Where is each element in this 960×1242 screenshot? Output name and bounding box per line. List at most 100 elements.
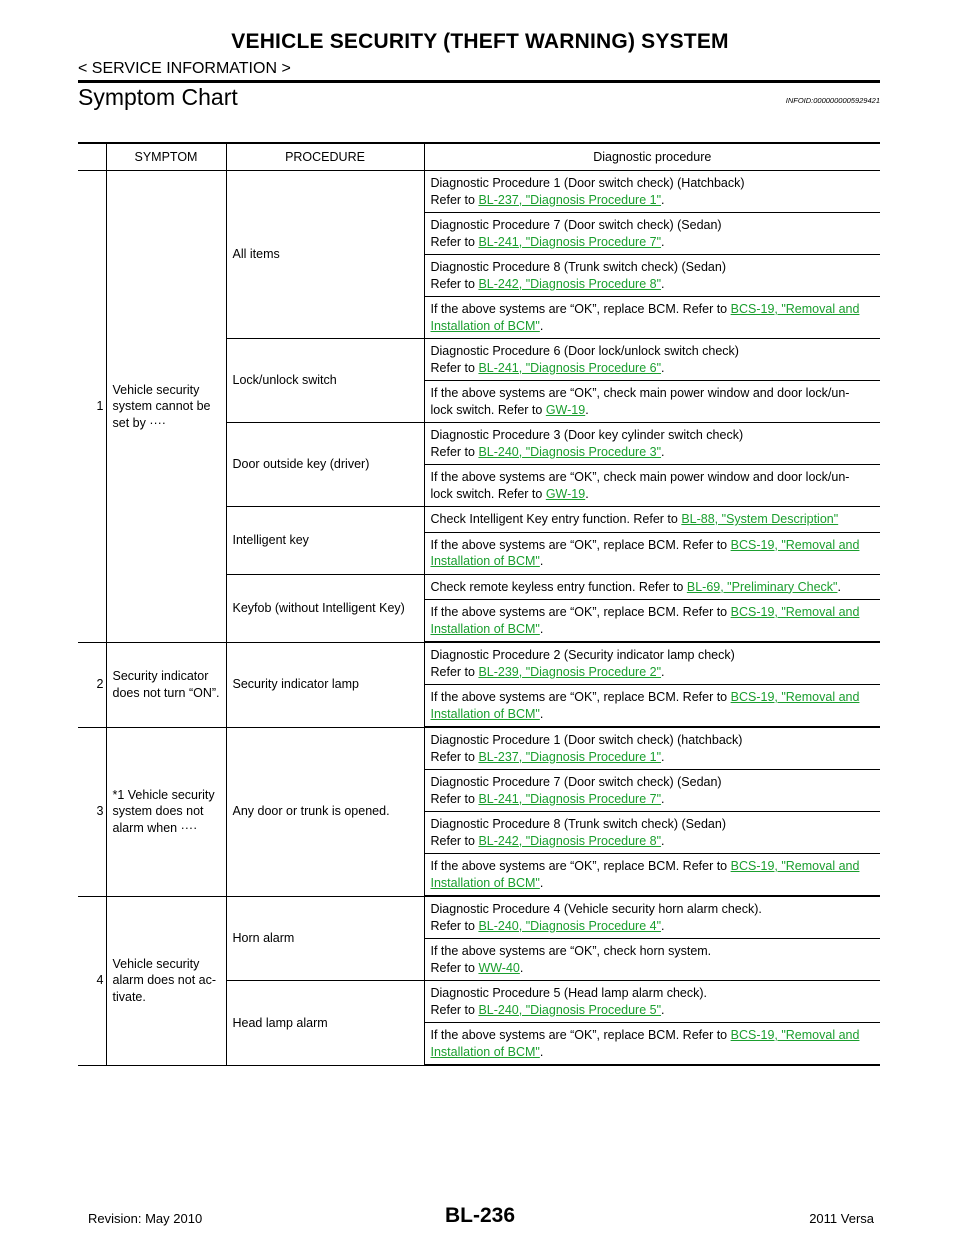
- symptom-number: 4: [78, 896, 106, 1066]
- diagnostic-text-end: .: [585, 402, 589, 417]
- reference-link[interactable]: BL-240, "Diagnosis Procedure 3": [478, 444, 662, 459]
- procedure-cell: Intelligent key: [225, 506, 424, 575]
- table-header-row: SYMPTOM PROCEDURE Diagnostic procedure: [78, 142, 880, 171]
- procedure-cell: Head lamp alarm: [225, 980, 424, 1066]
- diagnostic-cell: Diagnostic Procedure 3 (Door key cylinde…: [423, 422, 880, 465]
- chart-title: Symptom Chart: [78, 84, 238, 110]
- diagnostic-text-end: .: [661, 749, 665, 764]
- diagnostic-cell: Diagnostic Procedure 1 (Door switch chec…: [423, 727, 880, 770]
- procedure-cell: All items: [225, 170, 424, 339]
- diagnostic-text: If the above systems are “OK”, replace B…: [430, 859, 731, 873]
- reference-link[interactable]: BL-237, "Diagnosis Procedure 1": [478, 749, 662, 764]
- diagnostic-text-end: .: [539, 318, 544, 333]
- table-row: If the above systems are “OK”, replace B…: [78, 532, 880, 575]
- diagnostic-text: Check Intelligent Key entry function. Re…: [430, 512, 682, 526]
- symptom-number: 2: [78, 642, 106, 728]
- reference-link[interactable]: BCS-19, "Removal and Installation of BCM…: [430, 302, 860, 333]
- diagnostic-cell: If the above systems are “OK”, replace B…: [423, 1022, 880, 1066]
- table-row: Diagnostic Procedure 8 (Trunk switch che…: [78, 811, 880, 854]
- table-row: Keyfob (without Intelligent Key) Check re…: [78, 574, 880, 643]
- section-label: < SERVICE INFORMATION >: [78, 60, 291, 77]
- reference-link[interactable]: BL-237, "Diagnosis Procedure 1": [478, 192, 662, 207]
- diagnostic-text-end: .: [661, 276, 665, 291]
- diagnostic-text-end: .: [661, 833, 665, 848]
- page-title: VEHICLE SECURITY (THEFT WARNING) SYSTEM: [231, 30, 729, 53]
- diagnostic-text: Diagnostic Procedure 4 (Vehicle security…: [430, 902, 762, 933]
- info-id: INFOID:0000000005929421: [785, 96, 880, 105]
- procedure-cell: Keyfob (without Intelligent Key): [225, 574, 424, 643]
- diagnostic-cell: If the above systems are “OK”, replace B…: [423, 296, 880, 339]
- reference-link[interactable]: GW-19: [545, 402, 586, 417]
- reference-link[interactable]: BCS-19, "Removal and Installation of BCM…: [430, 1028, 860, 1059]
- diagnostic-text-end: .: [661, 360, 665, 375]
- header-diagnostic: Diagnostic procedure: [423, 142, 880, 171]
- reference-link[interactable]: GW-19: [545, 486, 586, 501]
- diagnostic-text: Check remote keyless entry function. Ref…: [430, 579, 687, 594]
- reference-link[interactable]: BCS-19, "Removal and Installation of BCM…: [430, 859, 860, 890]
- diagnostic-text: If the above systems are “OK”, check mai…: [430, 386, 850, 417]
- symptom-number: 1: [78, 170, 106, 643]
- table-row: Diagnostic Procedure 7 (Door switch chec…: [78, 769, 880, 812]
- diagnostic-text: Diagnostic Procedure 7 (Door switch chec…: [430, 775, 722, 806]
- header-procedure: PROCEDURE: [225, 142, 424, 171]
- diagnostic-text-end: .: [661, 192, 665, 207]
- reference-link[interactable]: BCS-19, "Removal and Installation of BCM…: [430, 690, 860, 721]
- table-row: If the above systems are “OK”, replace B…: [78, 296, 880, 339]
- reference-link[interactable]: BL-69, "Preliminary Check": [686, 579, 838, 594]
- reference-link[interactable]: BCS-19, "Removal and Installation of BCM…: [430, 537, 860, 569]
- diagnostic-text: Diagnostic Procedure 7 (Door switch chec…: [430, 218, 722, 249]
- table-row: If the above systems are “OK”, check mai…: [78, 464, 880, 507]
- table-row: Intelligent key Check Intelligent Key ent…: [78, 506, 880, 575]
- symptom-cell: Security indicator does not turn “ON”.: [105, 642, 226, 728]
- diagnostic-text-end: .: [661, 918, 665, 933]
- reference-link[interactable]: BL-242, "Diagnosis Procedure 8": [478, 833, 662, 848]
- diagnostic-text-end: .: [519, 960, 524, 975]
- diagnostic-text: Diagnostic Procedure 1 (Door switch chec…: [430, 176, 745, 207]
- diagnostic-text: If the above systems are “OK”, replace B…: [430, 605, 731, 619]
- table-row: If the above systems are “OK”, check hor…: [78, 938, 880, 981]
- procedure-cell: Lock/unlock switch: [225, 338, 424, 423]
- reference-link[interactable]: BL-241, "Diagnosis Procedure 7": [478, 234, 662, 249]
- reference-link[interactable]: BL-241, "Diagnosis Procedure 6": [478, 360, 662, 375]
- diagnostic-cell: Diagnostic Procedure 8 (Trunk switch che…: [423, 811, 880, 854]
- reference-link[interactable]: BL-240, "Diagnosis Procedure 5": [478, 1002, 662, 1017]
- diagnostic-text-end: .: [539, 554, 544, 568]
- diagnostic-text: Diagnostic Procedure 5 (Head lamp alarm …: [430, 986, 708, 1017]
- diagnostic-text: Diagnostic Procedure 6 (Door lock/unlock…: [430, 344, 739, 375]
- reference-link[interactable]: BL-241, "Diagnosis Procedure 7": [478, 791, 662, 806]
- diagnostic-cell: If the above systems are “OK”, replace B…: [423, 684, 880, 728]
- table-row: Diagnostic Procedure 8 (Trunk switch che…: [78, 254, 880, 297]
- symptom-table: SYMPTOM PROCEDURE Diagnostic procedure 1…: [78, 142, 880, 1066]
- diagnostic-text-end: .: [661, 1002, 665, 1017]
- page-number: BL-236: [444, 1204, 516, 1227]
- table-row: Diagnostic Procedure 7 (Door switch chec…: [78, 212, 880, 255]
- reference-link[interactable]: BL-239, "Diagnosis Procedure 2": [478, 664, 662, 679]
- symptom-cell: Vehicle security alarm does not ac-tivat…: [105, 896, 226, 1066]
- diagnostic-cell: If the above systems are “OK”, replace B…: [423, 599, 880, 643]
- diagnostic-text: If the above systems are “OK”, check hor…: [430, 944, 712, 975]
- diagnostic-text: If the above systems are “OK”, check mai…: [430, 470, 850, 501]
- reference-link[interactable]: BL-88, "System Description": [681, 512, 839, 526]
- diagnostic-text-end: .: [661, 791, 665, 806]
- diagnostic-text: Diagnostic Procedure 8 (Trunk switch che…: [430, 817, 727, 848]
- symptom-cell: Vehicle security system cannot be set by…: [105, 170, 226, 643]
- diagnostic-text-end: .: [539, 621, 544, 636]
- diagnostic-cell: If the above systems are “OK”, check mai…: [423, 380, 880, 423]
- table-row: If the above systems are “OK”, check mai…: [78, 380, 880, 423]
- reference-link[interactable]: BL-242, "Diagnosis Procedure 8": [478, 276, 662, 291]
- diagnostic-cell: Diagnostic Procedure 7 (Door switch chec…: [423, 769, 880, 812]
- header-rule: [78, 80, 880, 83]
- procedure-cell: Door outside key (driver): [225, 422, 424, 507]
- diagnostic-cell: Check Intelligent Key entry function. Re…: [423, 506, 880, 533]
- revision-label: Revision: May 2010: [88, 1211, 203, 1226]
- reference-link[interactable]: WW-40: [478, 960, 520, 975]
- diagnostic-text: If the above systems are “OK”, replace B…: [430, 690, 731, 704]
- reference-link[interactable]: BCS-19, "Removal and Installation of BCM…: [430, 605, 860, 636]
- table-row: If the above systems are “OK”, replace B…: [78, 684, 880, 728]
- reference-link[interactable]: BL-240, "Diagnosis Procedure 4": [478, 918, 662, 933]
